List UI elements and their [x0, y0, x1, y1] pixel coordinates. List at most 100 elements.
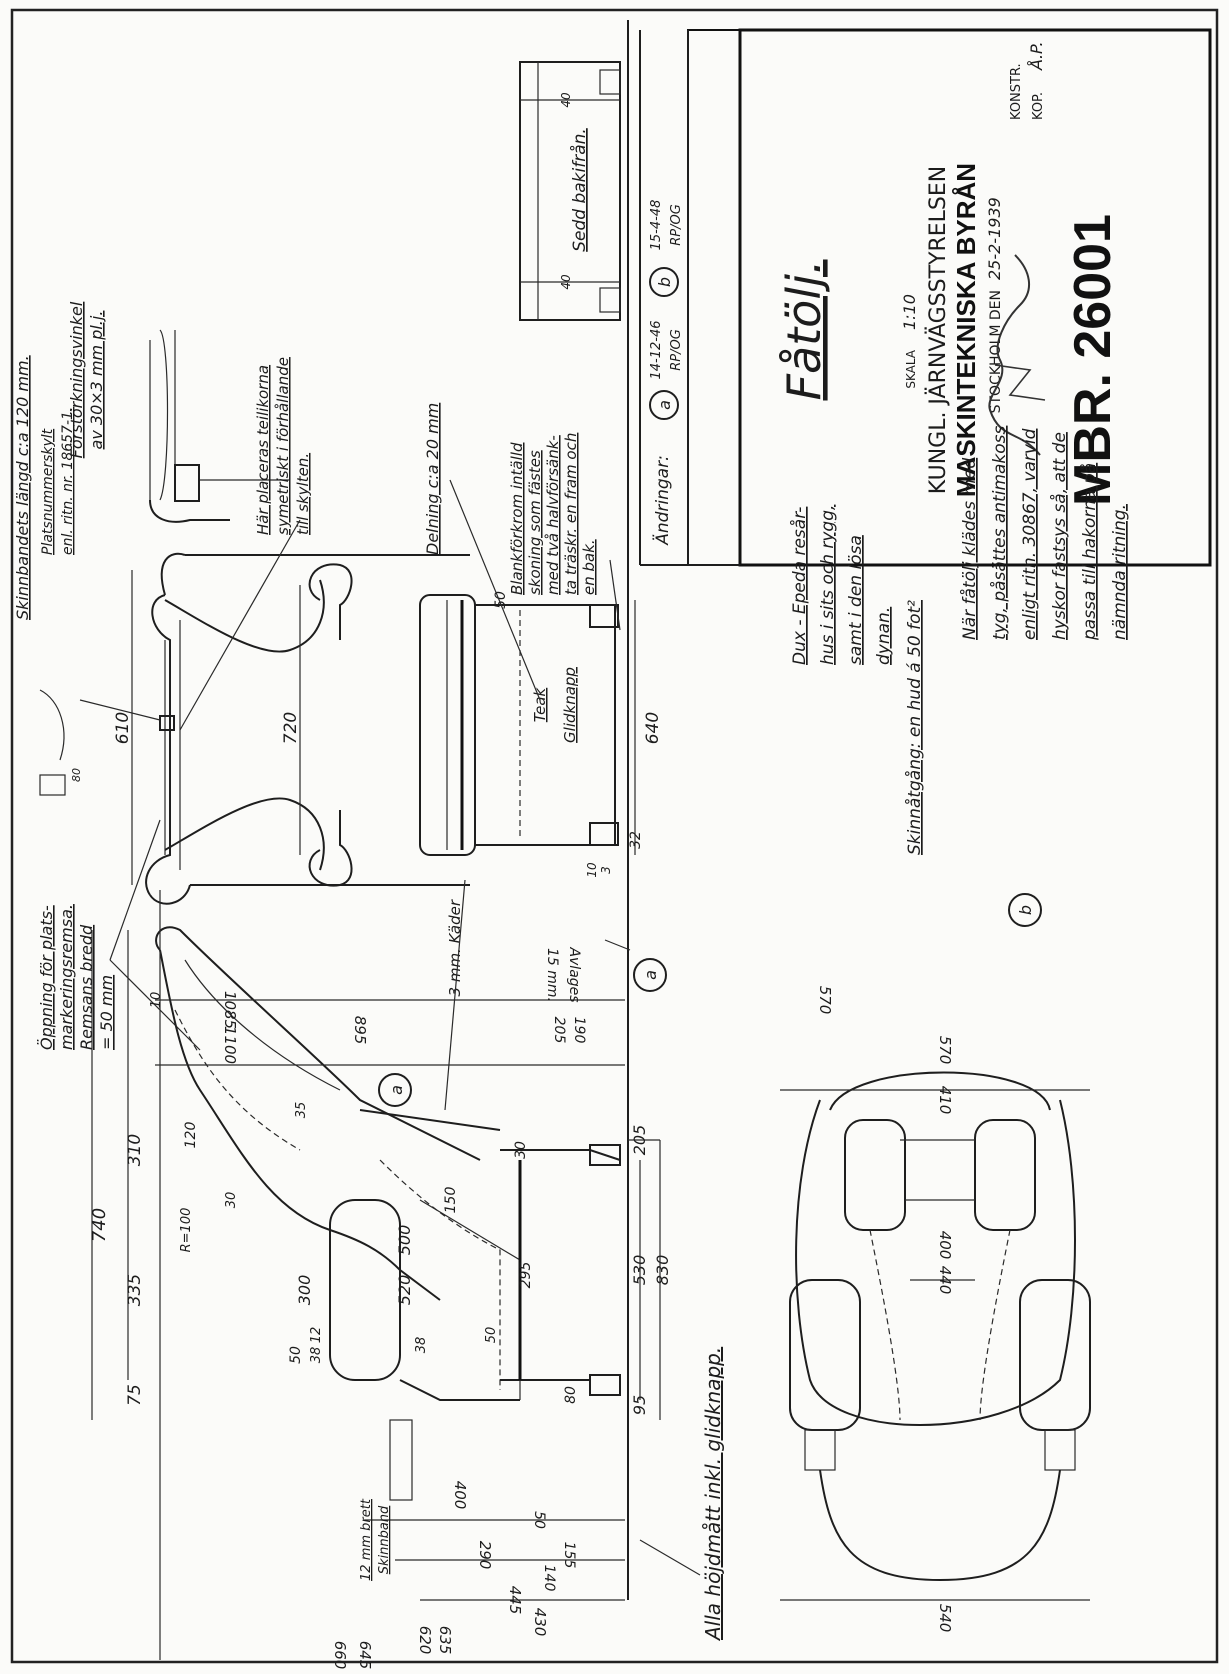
- svg-text:Förstörkningsvinkel: Förstörkningsvinkel: [67, 301, 86, 458]
- svg-text:620: 620: [416, 1626, 434, 1655]
- title-block: MBR. 26001 Fåtölj. SKALA 1:10 KUNGL. JÄR…: [687, 28, 1212, 567]
- svg-text:1085: 1085: [221, 991, 239, 1029]
- svg-text:140: 140: [541, 1565, 557, 1592]
- svg-text:10: 10: [585, 862, 599, 878]
- svg-text:50: 50: [484, 1327, 499, 1344]
- svg-text:310: 310: [125, 1134, 145, 1166]
- svg-text:410: 410: [936, 1086, 954, 1115]
- svg-text:Blankförkrom intälld: Blankförkrom intälld: [508, 442, 526, 595]
- svg-text:205: 205: [630, 1125, 649, 1156]
- kop-value: Å.P.: [1027, 41, 1046, 71]
- svg-text:Öppning för plats-: Öppning för plats-: [37, 905, 56, 1050]
- seat-rear-view: 40 40 Sedd bakifrån.: [519, 61, 621, 321]
- svg-text:635: 635: [436, 1626, 454, 1655]
- svg-text:500: 500: [395, 1225, 414, 1256]
- side-notes: 3 mm. Käder Avlages 15 mm. a: [444, 879, 667, 1111]
- svg-text:samt i den lösa: samt i den lösa: [846, 535, 866, 665]
- revision-a-sign: RP/OG: [669, 329, 684, 371]
- svg-text:520: 520: [395, 1275, 414, 1306]
- svg-text:80: 80: [70, 768, 83, 782]
- svg-text:När fåtölj klädes med: När fåtölj klädes med: [959, 458, 980, 640]
- revision-a-date: 14-12-46: [649, 320, 664, 379]
- opening-note: Öppning för plats- markeringsremsa. Rems…: [37, 904, 116, 1050]
- svg-text:75: 75: [125, 1384, 145, 1406]
- svg-text:passa till hakorna på: passa till hakorna på: [1079, 463, 1100, 641]
- revisions-panel: Ändringar: a 14-12-46 RP/OG b 15-4-48 RP…: [639, 30, 740, 566]
- svg-text:430: 430: [531, 1608, 549, 1637]
- svg-text:895: 895: [351, 1016, 369, 1045]
- revision-b-date: 15-4-48: [649, 200, 664, 251]
- svg-text:enl. ritn. nr. 18657-1.: enl. ritn. nr. 18657-1.: [60, 407, 76, 555]
- org-line-1: KUNGL. JÄRNVÄGSSTYRELSEN: [925, 166, 951, 495]
- signature: [988, 254, 1041, 456]
- svg-text:12: 12: [309, 1327, 324, 1344]
- svg-text:335: 335: [125, 1274, 145, 1306]
- svg-text:155: 155: [561, 1542, 577, 1569]
- svg-text:35: 35: [294, 1102, 309, 1119]
- svg-text:3 mm. Käder: 3 mm. Käder: [446, 899, 464, 996]
- svg-text:12 mm brett: 12 mm brett: [359, 1498, 374, 1581]
- svg-text:445: 445: [506, 1586, 524, 1615]
- svg-text:640: 640: [643, 712, 663, 744]
- svg-text:tyg, påsättes antimakoss: tyg, påsättes antimakoss: [989, 425, 1010, 640]
- scale-value: 1:10: [900, 294, 919, 330]
- issue-date: 25-2-1939: [985, 197, 1004, 280]
- svg-text:markeringsremsa.: markeringsremsa.: [57, 904, 76, 1050]
- svg-text:80: 80: [563, 1386, 579, 1404]
- svg-text:dynan.: dynan.: [874, 607, 894, 665]
- svg-text:skoning som fästes: skoning som fästes: [526, 450, 544, 595]
- svg-text:Skinnåtgång: en hud á 50 fot²: Skinnåtgång: en hud á 50 fot²: [904, 600, 925, 855]
- svg-text:Delning c:a 20 mm: Delning c:a 20 mm: [423, 403, 442, 555]
- upholstery-notes: Dux - Epeda resår- hus i sits och rygg, …: [789, 425, 1130, 927]
- sheet-border: [10, 8, 1219, 1664]
- svg-text:a: a: [387, 1085, 406, 1095]
- svg-text:30: 30: [513, 1141, 529, 1159]
- svg-text:en bak.: en bak.: [580, 539, 598, 595]
- svg-text:570: 570: [816, 986, 834, 1015]
- org-line-2: MASKINTEKNISKA BYRÅN: [951, 163, 981, 497]
- svg-text:830: 830: [653, 1255, 672, 1286]
- svg-text:540: 540: [936, 1604, 954, 1633]
- svg-text:38: 38: [309, 1347, 324, 1364]
- rear-view-caption: Sedd bakifrån.: [569, 128, 590, 252]
- svg-text:205: 205: [551, 1017, 567, 1044]
- svg-text:440: 440: [936, 1266, 954, 1295]
- svg-text:Platsnummerskylt: Platsnummerskylt: [40, 428, 56, 555]
- svg-text:= 50 mm: = 50 mm: [97, 975, 116, 1050]
- svg-text:32: 32: [628, 831, 644, 849]
- svg-text:150: 150: [443, 1187, 459, 1214]
- front-view: 610 720 640 32 50 10 3 Teak Glidknapp: [113, 552, 663, 905]
- svg-text:400: 400: [936, 1231, 954, 1260]
- svg-text:610: 610: [113, 712, 133, 744]
- svg-text:720: 720: [281, 712, 301, 744]
- konstr-label: KONSTR.: [1009, 63, 1024, 120]
- svg-text:645: 645: [356, 1641, 374, 1670]
- svg-text:symetriskt i förhållande: symetriskt i förhållande: [274, 357, 292, 535]
- svg-text:570: 570: [936, 1036, 954, 1065]
- svg-text:Avlages: Avlages: [566, 946, 582, 1002]
- drawing-title: Fåtölj.: [777, 259, 831, 400]
- svg-text:Skinnbandets längd c:a 120 mm.: Skinnbandets längd c:a 120 mm.: [13, 355, 32, 620]
- svg-text:Remsans bredd: Remsans bredd: [77, 924, 96, 1050]
- svg-text:30: 30: [224, 1192, 239, 1209]
- scale-label: SKALA: [904, 349, 918, 388]
- revisions-label: Ändringar:: [652, 455, 673, 546]
- svg-text:Skinnband: Skinnband: [377, 1505, 392, 1574]
- svg-text:1100: 1100: [221, 1026, 239, 1064]
- svg-text:nämnda ritning.: nämnda ritning.: [1110, 504, 1130, 640]
- svg-text:290: 290: [476, 1541, 494, 1570]
- svg-text:R=100: R=100: [179, 1208, 194, 1253]
- svg-text:hus i sits och rygg,: hus i sits och rygg,: [818, 505, 838, 665]
- svg-text:295: 295: [518, 1262, 534, 1289]
- svg-text:190: 190: [571, 1017, 587, 1044]
- svg-text:enligt ritn. 30867, varvid: enligt ritn. 30867, varvid: [1020, 428, 1040, 640]
- svg-text:av 30×3 mm pl.j.: av 30×3 mm pl.j.: [87, 311, 106, 450]
- svg-text:Glidknapp: Glidknapp: [561, 667, 579, 743]
- reinforcement-detail: Förstörkningsvinkel av 30×3 mm pl.j.: [67, 301, 290, 523]
- svg-text:38: 38: [414, 1337, 429, 1354]
- city-date-label: STOCKHOLM DEN: [988, 290, 1004, 413]
- svg-text:hyskor fastsys så, att de: hyskor fastsys så, att de: [1049, 432, 1070, 640]
- revision-b-marker: b: [655, 277, 674, 287]
- svg-text:3: 3: [599, 866, 613, 874]
